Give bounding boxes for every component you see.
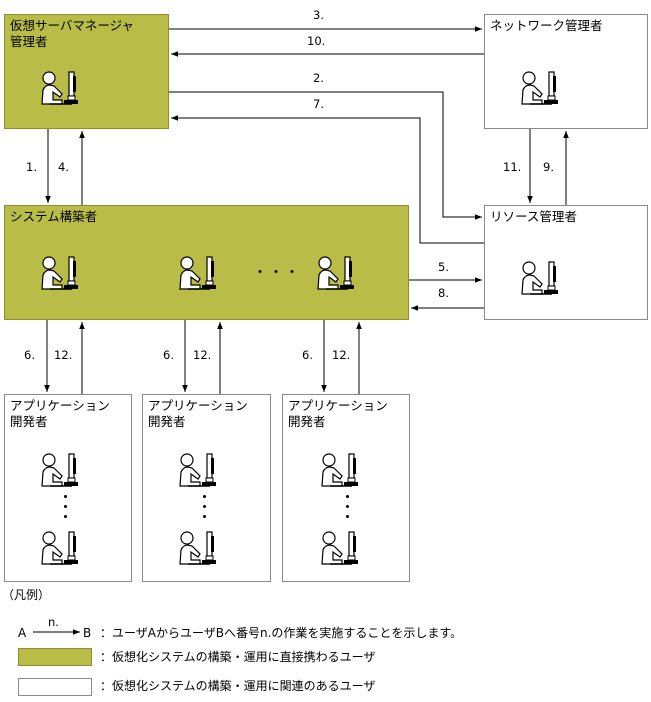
legend-arrow-number: n. xyxy=(48,615,59,629)
flow-label-5: 5. xyxy=(438,260,449,274)
flow-label-12: 12. xyxy=(193,348,212,362)
flow-label-6: 6. xyxy=(24,348,35,362)
arrow-7 xyxy=(171,115,484,244)
flow-label-6: 6. xyxy=(163,348,174,362)
app-developer-box: アプリケーション 開発者 xyxy=(282,394,410,582)
user-at-computer-icon xyxy=(41,453,78,487)
flow-label-10: 10. xyxy=(307,34,326,48)
resource-admin-box: リソース管理者 xyxy=(484,205,648,320)
flow-label-7: 7. xyxy=(313,97,324,111)
user-at-computer-icon xyxy=(179,256,216,290)
network-admin-label: ネットワーク管理者 xyxy=(490,18,603,33)
legend-related-swatch xyxy=(18,678,92,696)
legend-direct-swatch xyxy=(18,648,92,666)
flow-label-9: 9. xyxy=(543,160,554,174)
flow-label-8: 8. xyxy=(438,286,449,300)
app-developer-box: アプリケーション 開発者 xyxy=(142,394,271,582)
app-developer-label: アプリケーション 開発者 xyxy=(288,398,388,429)
user-at-computer-icon xyxy=(41,531,78,565)
flow-label-2: 2. xyxy=(313,71,324,85)
app-developer-box: アプリケーション 開発者 xyxy=(4,394,132,582)
user-at-computer-icon xyxy=(317,256,354,290)
arrow-2 xyxy=(169,91,482,220)
flow-label-6: 6. xyxy=(302,348,313,362)
flow-label-1: 1. xyxy=(26,160,37,174)
resource-admin-label: リソース管理者 xyxy=(490,209,577,224)
flow-label-3: 3. xyxy=(313,8,324,22)
app-developer-label: アプリケーション 開発者 xyxy=(10,398,110,429)
virtual-server-manager-box: 仮想サーバマネージャ 管理者 xyxy=(4,14,169,129)
user-at-computer-icon xyxy=(179,453,216,487)
user-at-computer-icon xyxy=(521,71,558,105)
user-at-computer-icon xyxy=(41,256,78,290)
more-users-ellipsis: ・・・ xyxy=(253,265,301,281)
more-developers-dots xyxy=(346,495,350,519)
flow-label-12: 12. xyxy=(54,348,73,362)
flow-label-12: 12. xyxy=(332,348,351,362)
user-at-computer-icon xyxy=(521,261,558,295)
user-at-computer-icon xyxy=(179,531,216,565)
user-at-computer-icon xyxy=(321,453,358,487)
more-developers-dots xyxy=(64,495,68,519)
flow-label-4: 4. xyxy=(58,160,69,174)
system-builder-label: システム構築者 xyxy=(10,209,98,224)
legend-direct-description: ：仮想化システムの構築・運用に直接携わるユーザ xyxy=(100,650,376,664)
legend-arrow-source: A xyxy=(18,626,27,640)
user-at-computer-icon xyxy=(321,531,358,565)
app-developer-label: アプリケーション 開発者 xyxy=(148,398,248,429)
flow-label-11: 11. xyxy=(503,160,522,174)
legend-title: （凡例） xyxy=(2,588,51,602)
legend-arrow-target: B xyxy=(83,626,92,640)
network-admin-box: ネットワーク管理者 xyxy=(484,14,648,129)
virtual-server-manager-label: 仮想サーバマネージャ 管理者 xyxy=(10,18,135,49)
user-at-computer-icon xyxy=(41,71,78,105)
more-developers-dots xyxy=(203,495,207,519)
legend-arrow-description: ：ユーザAからユーザBへ番号n.の作業を実施することを示します。 xyxy=(100,626,463,640)
legend-related-description: ：仮想化システムの構築・運用に関連のあるユーザ xyxy=(100,679,376,693)
